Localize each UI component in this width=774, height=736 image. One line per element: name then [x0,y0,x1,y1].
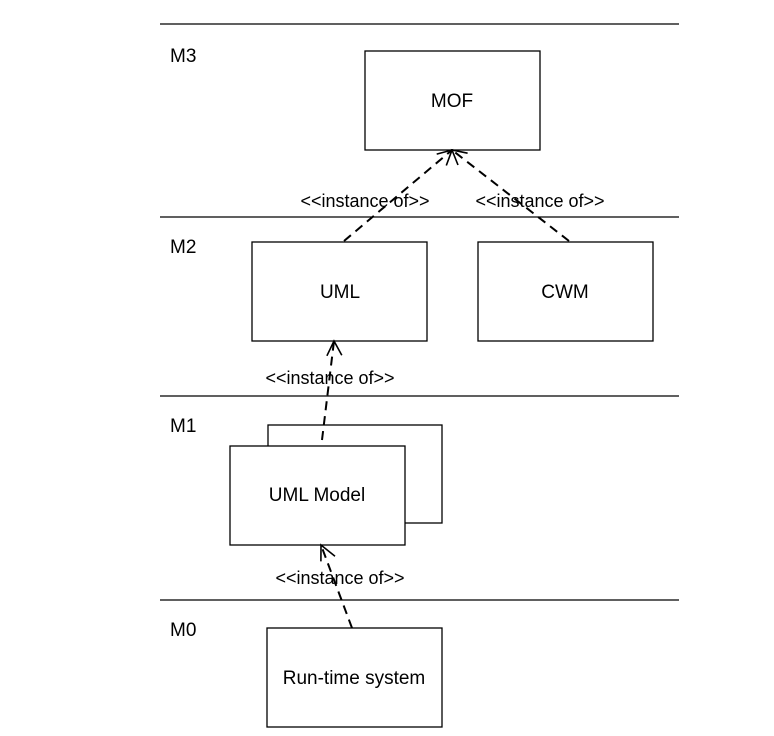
relation-label-uml-to-mof: <<instance of>> [300,191,429,211]
mof-box-label: MOF [431,91,473,112]
relation-cwm-to-mof-line [451,149,570,242]
runtime-system-box[interactable]: Run-time system [266,627,443,728]
relation-uml-model-to-uml [321,339,343,441]
cwm-box[interactable]: CWM [477,241,654,342]
relation-runtime-to-uml-model-arrowhead [320,543,336,562]
relation-uml-model-to-uml-line [321,340,335,441]
relation-uml-model-to-uml-arrowhead [326,339,343,357]
mof-box[interactable]: MOF [364,50,541,151]
uml-model-box-label: UML Model [269,485,365,506]
relation-cwm-to-mof-arrowhead [450,148,468,166]
layer-label-m1: M1 [170,416,196,437]
cwm-box-label: CWM [541,282,588,303]
uml-model-box[interactable]: UML Model [229,424,443,546]
relation-runtime-to-uml-model [320,543,353,629]
layer-label-m0: M0 [170,620,196,641]
uml-box-label: UML [320,282,360,303]
relation-label-cwm-to-mof: <<instance of>> [475,191,604,211]
relation-label-uml-model-to-uml: <<instance of>> [265,368,394,388]
relation-label-runtime-to-uml-model: <<instance of>> [275,568,404,588]
layer-label-m2: M2 [170,237,196,258]
relation-cwm-to-mof [450,148,570,242]
uml-model-box-front [229,445,406,546]
layer-label-m3: M3 [170,46,196,67]
runtime-system-box-label: Run-time system [283,668,426,689]
relation-uml-to-mof-line [343,149,453,242]
uml-box[interactable]: UML [251,241,428,342]
